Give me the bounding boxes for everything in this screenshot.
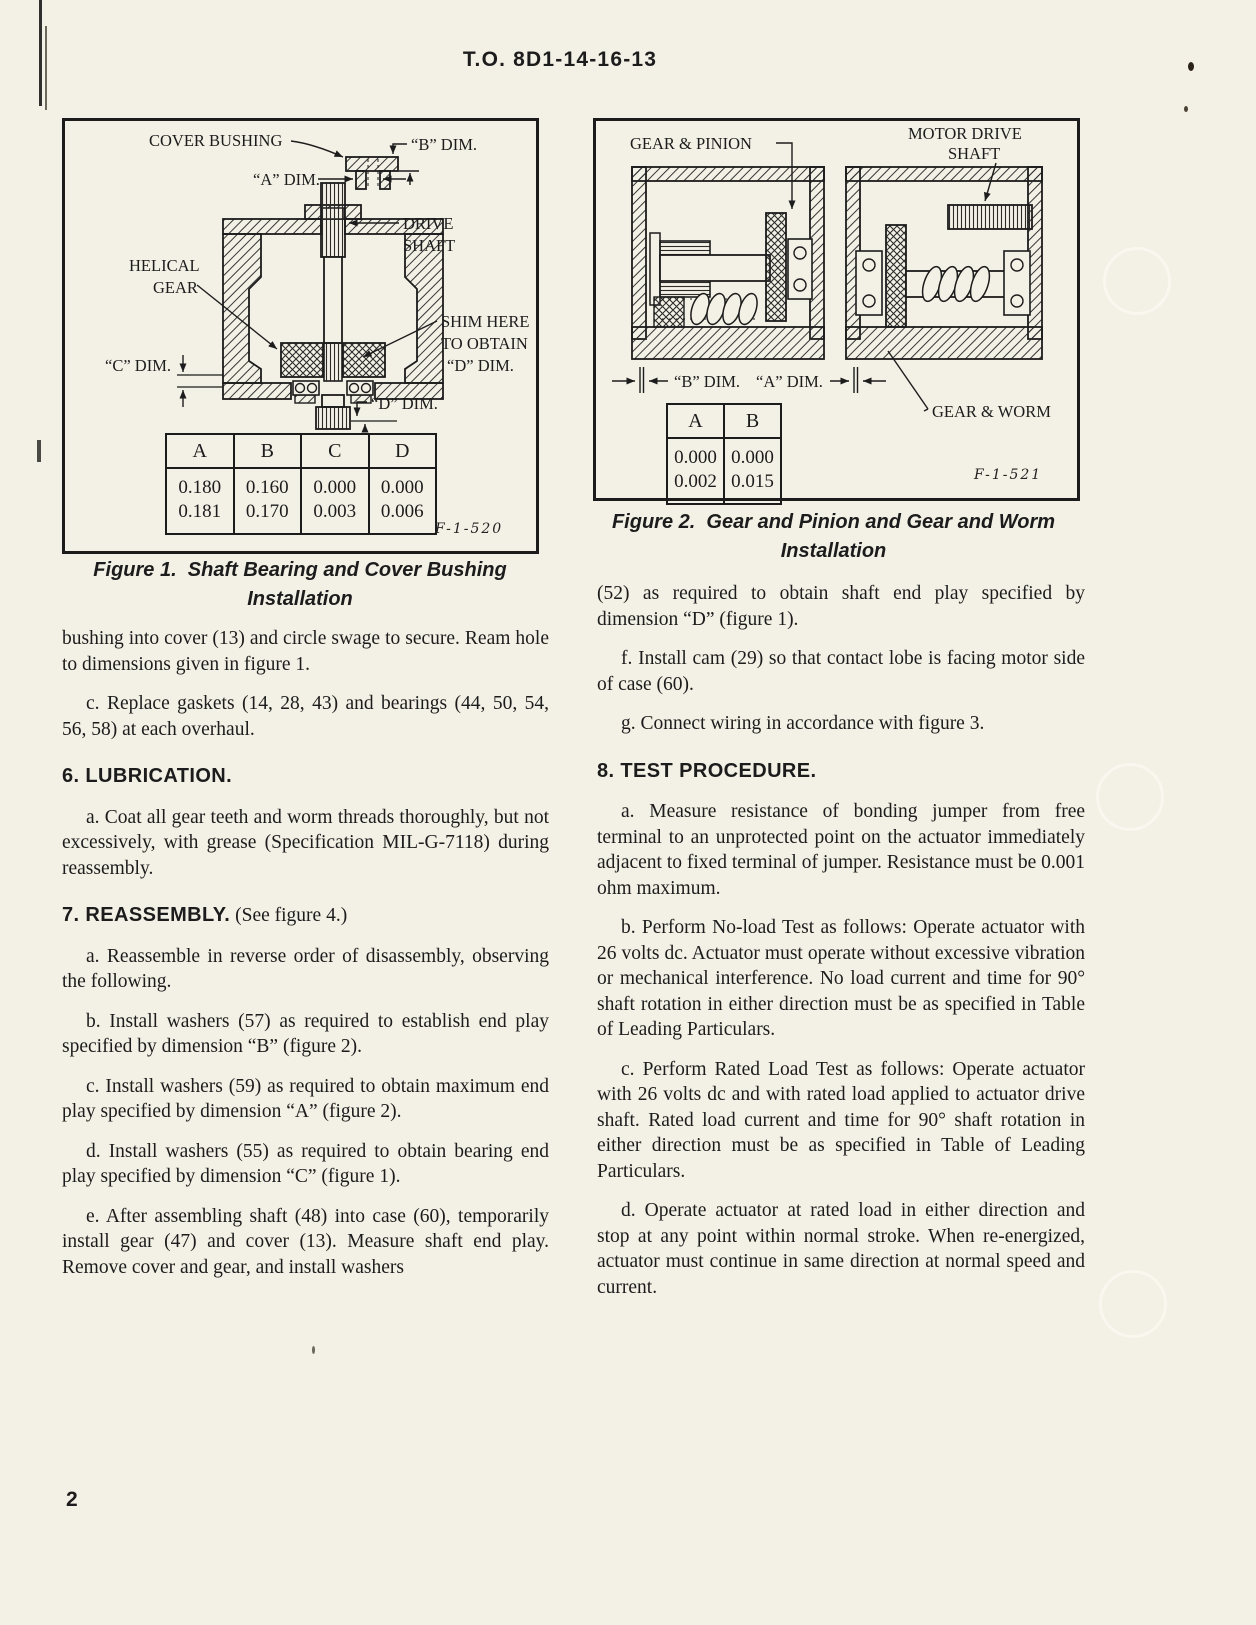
a-dimension-mark — [830, 367, 886, 393]
paragraph-test-b: b. Perform No-load Test as follows: Oper… — [597, 917, 1085, 1040]
column-header: B — [723, 403, 782, 439]
section-heading-lubrication: 6. LUBRICATION. — [62, 765, 233, 787]
paragraph-replace-gaskets: c. Replace gaskets (14, 28, 43) and bear… — [62, 693, 549, 740]
motor-drive-shaft-label: SHAFT — [948, 144, 1000, 163]
ink-speck — [1184, 106, 1188, 112]
figure1-caption: Figure 1. Shaft Bearing and Cover Bushin… — [62, 556, 538, 614]
helical-gear-label: GEAR — [153, 278, 198, 297]
b-dim-label: “B” DIM. — [674, 372, 740, 391]
drive-shaft-label: DRIVE — [403, 214, 453, 233]
gear-pinion-case — [631, 166, 825, 360]
motor-drive-shaft-label: MOTOR DRIVE — [908, 124, 1022, 143]
binder-hole-mark — [1096, 763, 1164, 831]
paragraph-test-a: a. Measure resistance of bonding jumper … — [597, 801, 1085, 899]
figure2-diagram: GEAR & PINION MOTOR DRIVE SHAFT “B” DIM.… — [612, 124, 1051, 421]
gear-pinion-label: GEAR & PINION — [630, 134, 752, 153]
paragraph-bushing-continuation: bushing into cover (13) and circle swage… — [62, 628, 549, 675]
a-dim-label: “A” DIM. — [756, 372, 823, 391]
shim-label: SHIM HERE — [441, 312, 529, 331]
b-dimension-mark — [612, 367, 668, 393]
ink-speck — [1188, 62, 1194, 71]
paragraph-reassembly-f: f. Install cam (29) so that contact lobe… — [597, 648, 1085, 695]
column-header: D — [367, 433, 437, 469]
cover-bushing-label: COVER BUSHING — [149, 131, 282, 150]
helical-gear-label: HELICAL — [129, 256, 200, 275]
c-dim-label: “C” DIM. — [105, 356, 171, 375]
shaft-bearing-section — [292, 380, 374, 396]
left-column: bushing into cover (13) and circle swage… — [62, 626, 549, 1294]
figure2-caption: Figure 2. Gear and Pinion and Gear and W… — [593, 508, 1074, 566]
gear-worm-label: GEAR & WORM — [932, 402, 1051, 421]
heading-see-figure-note: (See figure 4.) — [230, 905, 348, 926]
figure2-caption-line2: Installation — [780, 540, 887, 562]
paragraph-reassembly-g: g. Connect wiring in accordance with fig… — [621, 713, 985, 734]
page-edge-mark — [37, 440, 41, 462]
section-heading-reassembly: 7. REASSEMBLY. (See figure 4.) — [62, 904, 348, 926]
d-dim-label: “D” DIM. — [371, 394, 438, 413]
figure2-drawing-number: F-1-521 — [974, 467, 1043, 483]
column-header: C — [300, 433, 370, 469]
paragraph-reassembly-c: c. Install washers (59) as required to o… — [62, 1075, 549, 1123]
figure1-caption-line1: Figure 1. Shaft Bearing and Cover Bushin… — [93, 559, 507, 581]
drive-shaft-section — [315, 182, 351, 430]
page-header: T.O. 8D1-14-16-13 — [462, 48, 658, 71]
page-number: 2 — [66, 1488, 78, 1511]
column-header: B — [232, 433, 302, 469]
figure1-drawing-number: F-1-520 — [435, 521, 504, 537]
gear-worm-case — [845, 166, 1043, 360]
cover-bushing-detail — [345, 156, 419, 190]
paragraph-reassembly-a: a. Reassemble in reverse order of disass… — [62, 945, 549, 993]
helical-gear-section — [280, 342, 386, 378]
page-edge-mark — [39, 0, 42, 106]
motor-drive-shaft-section — [947, 204, 1033, 230]
section-heading-test-procedure: 8. TEST PROCEDURE. — [597, 759, 817, 782]
page-edge-mark — [45, 26, 47, 110]
cover-bushing-leader — [290, 140, 344, 158]
b-dim-label: “B” DIM. — [411, 135, 477, 154]
column-header: A — [666, 403, 725, 439]
a-dim-label: “A” DIM. — [253, 170, 320, 189]
paragraph-test-d: d. Operate actuator at rated load in eit… — [597, 1200, 1085, 1298]
figure1-box: COVER BUSHING “B” DIM. “A” DIM. — [62, 118, 539, 554]
paragraph-test-c: c. Perform Rated Load Test as follows: O… — [597, 1058, 1085, 1182]
column-header: A — [165, 433, 235, 469]
paragraph-reassembly-e: e. After assembling shaft (48) into case… — [62, 1205, 549, 1278]
shim-label: “D” DIM. — [447, 356, 514, 375]
shim-label: TO OBTAIN — [441, 334, 528, 353]
binder-hole-mark — [1099, 1270, 1167, 1338]
paragraph-reassembly-b: b. Install washers (57) as required to e… — [62, 1010, 549, 1058]
binder-hole-mark — [1103, 247, 1171, 315]
figure2-box: GEAR & PINION MOTOR DRIVE SHAFT “B” DIM.… — [593, 118, 1080, 505]
figure1-diagram: COVER BUSHING “B” DIM. “A” DIM. — [105, 131, 529, 433]
figure1-caption-line2: Installation — [247, 588, 353, 610]
paragraph-reassembly-d: d. Install washers (55) as required to o… — [62, 1140, 549, 1188]
paragraph-lubrication-a: a. Coat all gear teeth and worm threads … — [62, 806, 549, 879]
right-column: (52) as required to obtain shaft end pla… — [597, 581, 1085, 1314]
ink-speck — [312, 1346, 315, 1354]
drive-shaft-label: SHAFT — [403, 236, 455, 255]
paragraph-washers-continuation: (52) as required to obtain shaft end pla… — [597, 583, 1085, 630]
figure2-caption-line1: Figure 2. Gear and Pinion and Gear and W… — [611, 511, 1056, 533]
